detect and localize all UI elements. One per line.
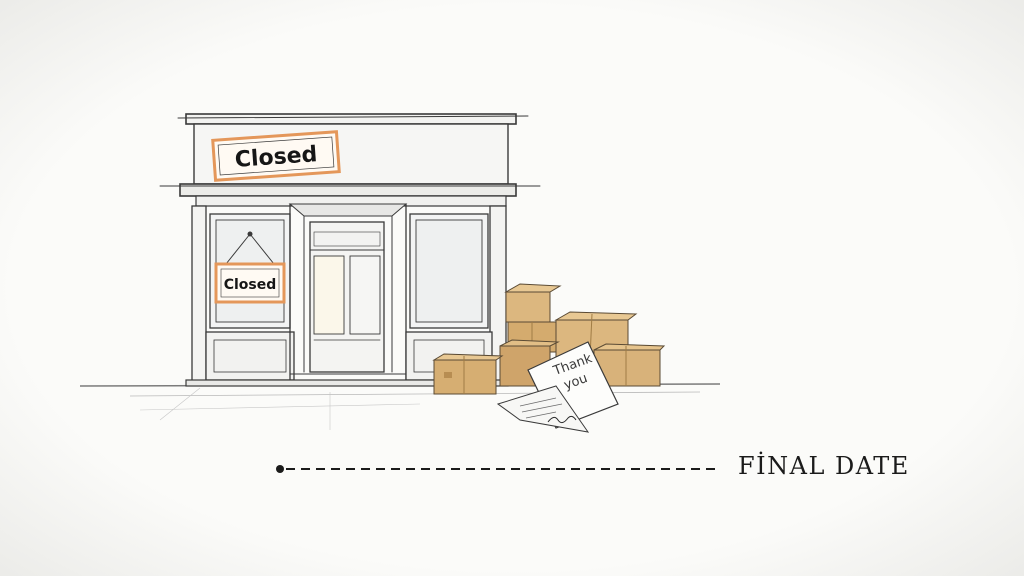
timeline-start-dot: [276, 465, 284, 473]
closed-sign-top: Closed: [211, 130, 341, 182]
final-date-timeline: [276, 465, 718, 473]
window-sign-text: Closed: [224, 277, 277, 293]
cardboard-boxes: [432, 283, 666, 395]
thank-you-note: Thank you: [496, 341, 619, 433]
top-sign-text: Closed: [234, 142, 318, 173]
final-date-label: FİNAL DATE: [738, 452, 910, 480]
closed-sign-window: Closed: [214, 231, 286, 304]
signature-scribble: [547, 415, 577, 424]
